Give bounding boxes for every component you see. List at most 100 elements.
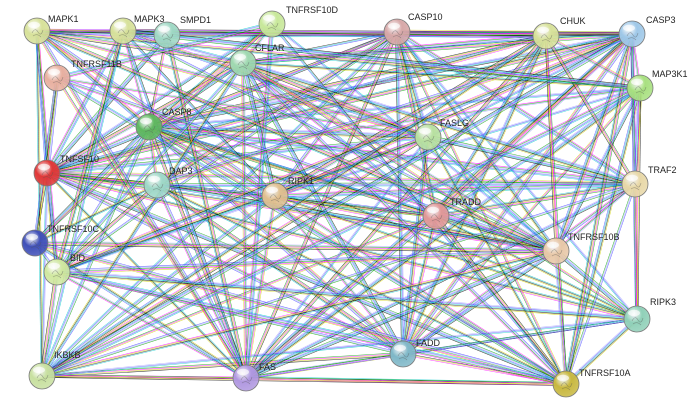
edge-strand	[428, 134, 636, 183]
edge-strand	[42, 375, 567, 384]
edge-strand	[243, 62, 247, 379]
edge-strand	[121, 31, 246, 379]
node-casp3[interactable]: CASP3	[618, 15, 676, 48]
edge-casp3-ikbkb	[40, 32, 634, 378]
node-chuk[interactable]: CHUK	[532, 16, 586, 50]
node-fadd[interactable]: FADD	[389, 338, 441, 368]
edge-strand	[242, 64, 635, 187]
edge-tnfrsf10b-map3k1	[554, 87, 642, 252]
edge-strand	[544, 36, 556, 252]
edge-strand	[57, 127, 151, 273]
node-ripk1[interactable]: RIPK1	[261, 176, 314, 210]
edge-traf2-ikbkb	[41, 182, 636, 378]
edge-strand	[122, 30, 547, 37]
edge-strand	[56, 194, 275, 271]
edge-strand	[37, 30, 429, 137]
node-traf2[interactable]: TRAF2	[621, 165, 677, 198]
edge-strand	[545, 35, 567, 385]
edge-map3k1-ripk3	[635, 87, 642, 320]
edge-strand	[56, 31, 632, 271]
node-faslg[interactable]: FASLG	[414, 118, 469, 151]
edge-strand	[555, 87, 640, 251]
node-label: FADD	[416, 338, 441, 348]
node-label: TRAF2	[648, 165, 677, 175]
edge-tnfrsf10a-ripk3	[564, 317, 639, 386]
edge-mapk1-smpd1	[36, 28, 168, 38]
edge-strand	[156, 184, 567, 385]
node-cflar[interactable]: CFLAR	[229, 43, 285, 77]
node-structure-glyph	[240, 376, 253, 385]
edge-strand	[41, 87, 641, 377]
edge-strand	[556, 184, 636, 252]
node-fas[interactable]: FAS	[232, 362, 276, 392]
node-label: MAPK1	[48, 14, 79, 24]
edge-strand	[275, 32, 398, 197]
edge-casp8-mapk1	[35, 29, 151, 129]
node-tnfrsf10b[interactable]: TNFRSF10B	[542, 232, 620, 265]
edge-strand	[122, 31, 556, 253]
edge-strand	[397, 30, 558, 251]
edge-strand	[37, 28, 244, 62]
edge-strand	[42, 355, 404, 378]
edge-strand	[56, 271, 567, 385]
edge-strand	[55, 61, 243, 272]
edge-strand	[35, 240, 557, 250]
node-structure-glyph	[143, 125, 156, 134]
node-casp8[interactable]: CASP8	[135, 107, 192, 141]
edge-strand	[47, 171, 638, 318]
node-bid[interactable]: BID	[43, 253, 86, 286]
node-label: IKBKB	[54, 350, 81, 360]
edge-tnfrsf10a-bid	[56, 269, 567, 387]
node-tnfrsf10c[interactable]: TNFRSF10C	[21, 224, 100, 257]
edge-strand	[36, 31, 167, 37]
edge-strand	[40, 62, 242, 376]
edge-faslg-tnfrsf11b	[56, 76, 429, 139]
edge-strand	[57, 25, 273, 81]
edge-strand	[401, 215, 435, 354]
node-label: CASP3	[646, 15, 676, 25]
node-highlight	[628, 309, 640, 317]
node-label: TNFRSF10B	[568, 232, 620, 242]
node-ripk3[interactable]: RIPK3	[623, 297, 676, 333]
node-mapk1[interactable]: MAPK1	[23, 14, 79, 45]
node-map3k1[interactable]: MAP3K1	[626, 69, 688, 102]
edge-strand	[149, 125, 557, 250]
node-tradd[interactable]: TRADD	[422, 197, 481, 230]
node-highlight	[114, 21, 126, 29]
edge-bid-dap3	[55, 183, 159, 274]
node-casp10[interactable]: CASP10	[383, 12, 443, 46]
node-tnfrsf10a[interactable]: TNFRSF10A	[552, 368, 631, 398]
edge-strand	[566, 184, 637, 385]
edge-strand	[554, 251, 565, 385]
edge-strand	[242, 62, 437, 217]
edge-strand	[56, 77, 247, 379]
edge-strand	[156, 32, 632, 185]
edge-tnfrsf10b-ikbkb	[41, 249, 557, 378]
edge-strand	[243, 61, 429, 137]
edge-strand	[41, 271, 58, 377]
node-highlight	[263, 14, 275, 22]
edge-strand	[565, 318, 638, 385]
edge-strand	[243, 61, 568, 384]
edge-strand	[555, 183, 636, 252]
edge-casp3-dap3	[156, 31, 633, 188]
edge-strand	[46, 173, 566, 386]
node-structure-glyph	[626, 32, 639, 41]
edge-strand	[42, 196, 276, 377]
node-tnfsf10[interactable]: TNFSF10	[33, 154, 99, 187]
node-tnfrsf11b[interactable]: TNFRSF11B	[43, 59, 122, 92]
edge-strand	[57, 77, 248, 378]
node-dap3[interactable]: DAP3	[143, 166, 193, 199]
edge-strand	[246, 319, 638, 380]
edge-strand	[36, 32, 640, 90]
edge-strand	[434, 216, 566, 386]
node-mapk3[interactable]: MAPK3	[109, 14, 165, 45]
edge-strand	[41, 32, 632, 376]
node-smpd1[interactable]: SMPD1	[153, 15, 211, 49]
node-ikbkb[interactable]: IKBKB	[28, 350, 81, 390]
edge-strand	[156, 183, 636, 185]
node-tnfrsf10d[interactable]: TNFRSF10D	[258, 5, 339, 38]
edge-strand	[57, 76, 429, 137]
edge-strand	[34, 126, 150, 244]
node-structure-glyph	[560, 382, 573, 391]
